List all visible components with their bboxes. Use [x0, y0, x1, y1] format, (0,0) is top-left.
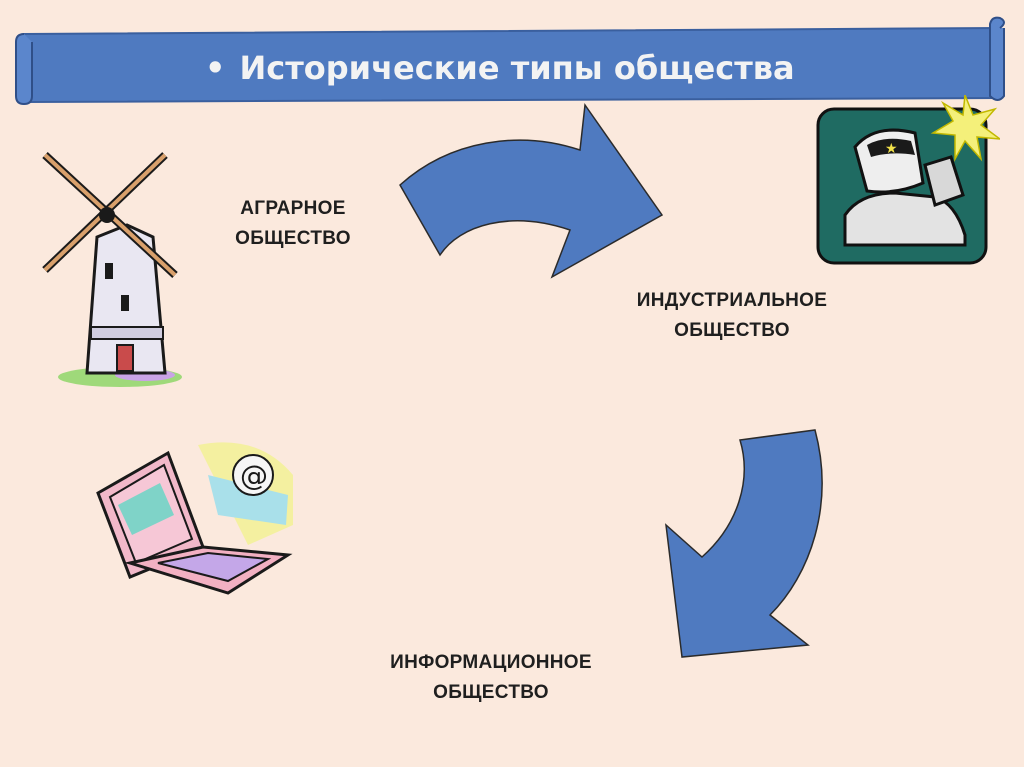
industrial-label: ИНДУСТРИАЛЬНОЕ ОБЩЕСТВО	[612, 286, 852, 346]
informational-line2: ОБЩЕСТВО	[433, 682, 549, 703]
industrial-line2: ОБЩЕСТВО	[674, 320, 790, 341]
agrarian-label: АГРАРНОЕ ОБЩЕСТВО	[218, 194, 368, 254]
title-text: Исторические типы общества	[239, 49, 795, 87]
windmill-icon	[42, 152, 182, 387]
svg-text:★: ★	[885, 140, 898, 156]
title-bullet: •	[205, 49, 226, 87]
page-title: • Исторические типы общества	[205, 40, 795, 96]
curved-arrow-down-icon	[665, 429, 823, 658]
industrial-line1: ИНДУСТРИАЛЬНОЕ	[636, 290, 828, 311]
laptop-icon: @	[96, 442, 293, 595]
informational-line1: ИНФОРМАЦИОННОЕ	[390, 652, 592, 673]
title-banner	[15, 16, 1005, 106]
svg-text:@: @	[240, 459, 268, 492]
welder-icon: ★	[816, 95, 1000, 265]
agrarian-line1: АГРАРНОЕ	[240, 198, 346, 219]
curved-arrow-right-icon	[399, 102, 664, 279]
agrarian-line2: ОБЩЕСТВО	[235, 228, 351, 249]
informational-label: ИНФОРМАЦИОННОЕ ОБЩЕСТВО	[350, 648, 632, 708]
